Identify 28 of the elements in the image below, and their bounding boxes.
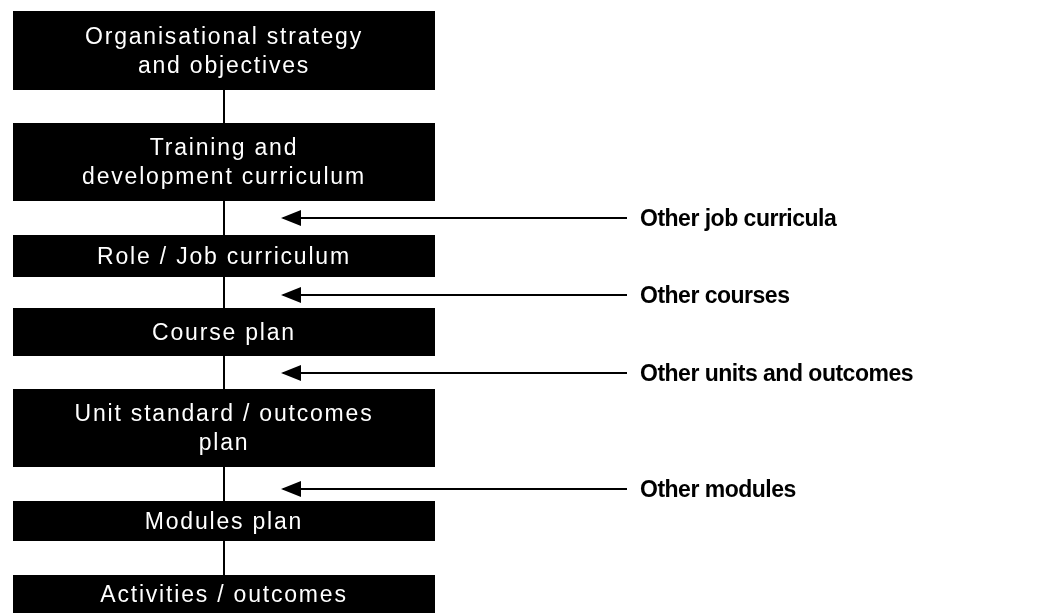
process-box xyxy=(13,235,435,277)
box-label: Organisational strategy and objectives xyxy=(84,21,364,80)
connector-line xyxy=(223,200,225,236)
connector-line xyxy=(223,355,225,390)
process-box xyxy=(13,308,435,356)
process-box xyxy=(13,575,435,613)
box-label: Training and development curriculum xyxy=(81,133,367,191)
arrow xyxy=(281,481,628,497)
box-label: Unit standard / outcomes plan xyxy=(73,399,375,457)
note-label: Other modules xyxy=(640,475,796,503)
note-label: Other job curricula xyxy=(640,204,837,232)
box-label: Course plan xyxy=(152,317,296,347)
arrow xyxy=(281,365,628,381)
box-label: Role / Job curriculum xyxy=(97,241,351,271)
process-box xyxy=(13,11,435,90)
arrow xyxy=(281,210,628,226)
note-label: Other courses xyxy=(640,281,790,309)
arrow xyxy=(281,287,628,303)
connector-line xyxy=(223,276,225,309)
box-label: Activities / outcomes xyxy=(100,579,348,609)
connector-line xyxy=(223,540,225,576)
process-box xyxy=(13,123,435,201)
box-label: Modules plan xyxy=(144,506,304,536)
connector-line xyxy=(223,89,225,124)
note-label: Other units and outcomes xyxy=(640,359,913,387)
process-box xyxy=(13,389,435,467)
process-box xyxy=(13,501,435,541)
connector-line xyxy=(223,466,225,502)
